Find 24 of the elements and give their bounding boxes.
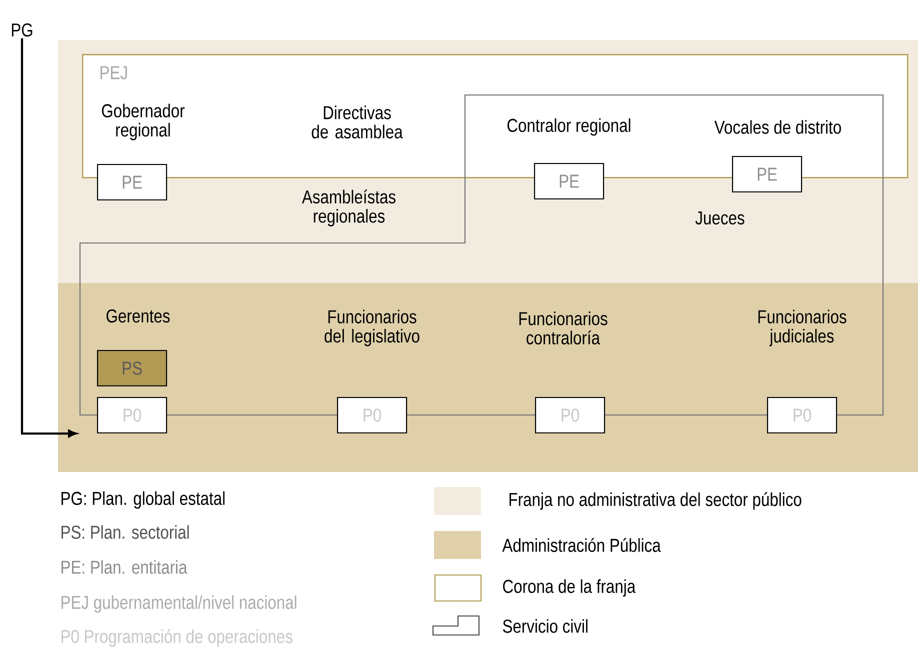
legend-text: PEJ gubernamental/nivel nacional: [62, 595, 296, 613]
legend-text: Franja no administrativa del sector público: [510, 492, 802, 510]
plan-box: P0: [535, 397, 606, 434]
plan-box: PE: [97, 164, 168, 200]
legend-text: Servicio civil: [502, 619, 588, 633]
role-label: Gobernador regional: [102, 104, 185, 140]
plan-box: P0: [767, 397, 838, 434]
legend-text: P0 Programación de operaciones: [62, 629, 292, 647]
plan-box: PE: [534, 163, 604, 200]
legend-text: PG: Plan. global estatal: [62, 491, 225, 509]
role-label: Contralor regional: [507, 118, 630, 136]
legend-text: PS: Plan. sectorial: [62, 525, 189, 539]
legend-text: PE: Plan. entitaria: [62, 560, 188, 574]
arrow: [20, 38, 77, 438]
role-label: Vocales de distrito: [714, 120, 841, 134]
plan-box: P0: [337, 397, 408, 434]
plan-box: PS: [97, 350, 168, 386]
legend-text: Administración Pública: [502, 538, 661, 552]
legend-text: Corona de la franja: [503, 579, 636, 597]
plan-box: P0: [97, 397, 168, 434]
plan-box: PE: [732, 156, 802, 192]
role-label: Jueces: [695, 211, 744, 224]
node-label: PG: [12, 23, 32, 37]
role-label: Directivas de asamblea: [312, 106, 403, 138]
